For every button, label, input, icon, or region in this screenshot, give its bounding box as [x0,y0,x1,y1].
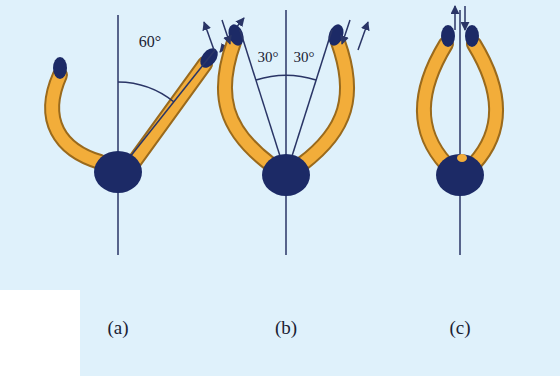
angle-line [240,30,286,175]
figure-label: (c) [449,318,470,337]
face-mark [457,154,467,162]
body [436,154,484,196]
hand [326,22,347,47]
angle-line [286,30,332,175]
angle-label: 30° [294,50,315,65]
arm [134,64,205,162]
axis-line [459,10,461,255]
arm-outline [134,64,205,162]
motion-arrow [204,22,214,50]
figure-label: (a) [107,318,128,337]
arm-outline [474,44,496,164]
figure-a [52,15,244,255]
arm-outline [424,44,446,164]
body [262,154,310,196]
axis-line [285,10,287,255]
motion-arrow [464,6,466,30]
hand [226,22,247,47]
figure-label: (b) [275,318,297,337]
body [94,151,142,193]
angle-label: 30° [258,50,279,65]
hand [441,25,455,47]
angle-label: 60° [139,34,161,50]
angle-arc [256,75,316,80]
motion-arrow [222,20,230,44]
arm [474,44,496,164]
arm [424,44,446,164]
motion-arrow [454,6,456,30]
motion-arrow [358,22,368,50]
arm [52,75,100,162]
angle-line [118,50,215,172]
hand [53,57,67,79]
motion-arrow [342,20,350,44]
white-corner [0,290,80,376]
axis-line [117,15,119,255]
figure-b [204,10,368,255]
angle-arc [118,82,174,102]
arm-outline [52,75,100,162]
figure-c [424,6,496,255]
hand [465,25,479,47]
